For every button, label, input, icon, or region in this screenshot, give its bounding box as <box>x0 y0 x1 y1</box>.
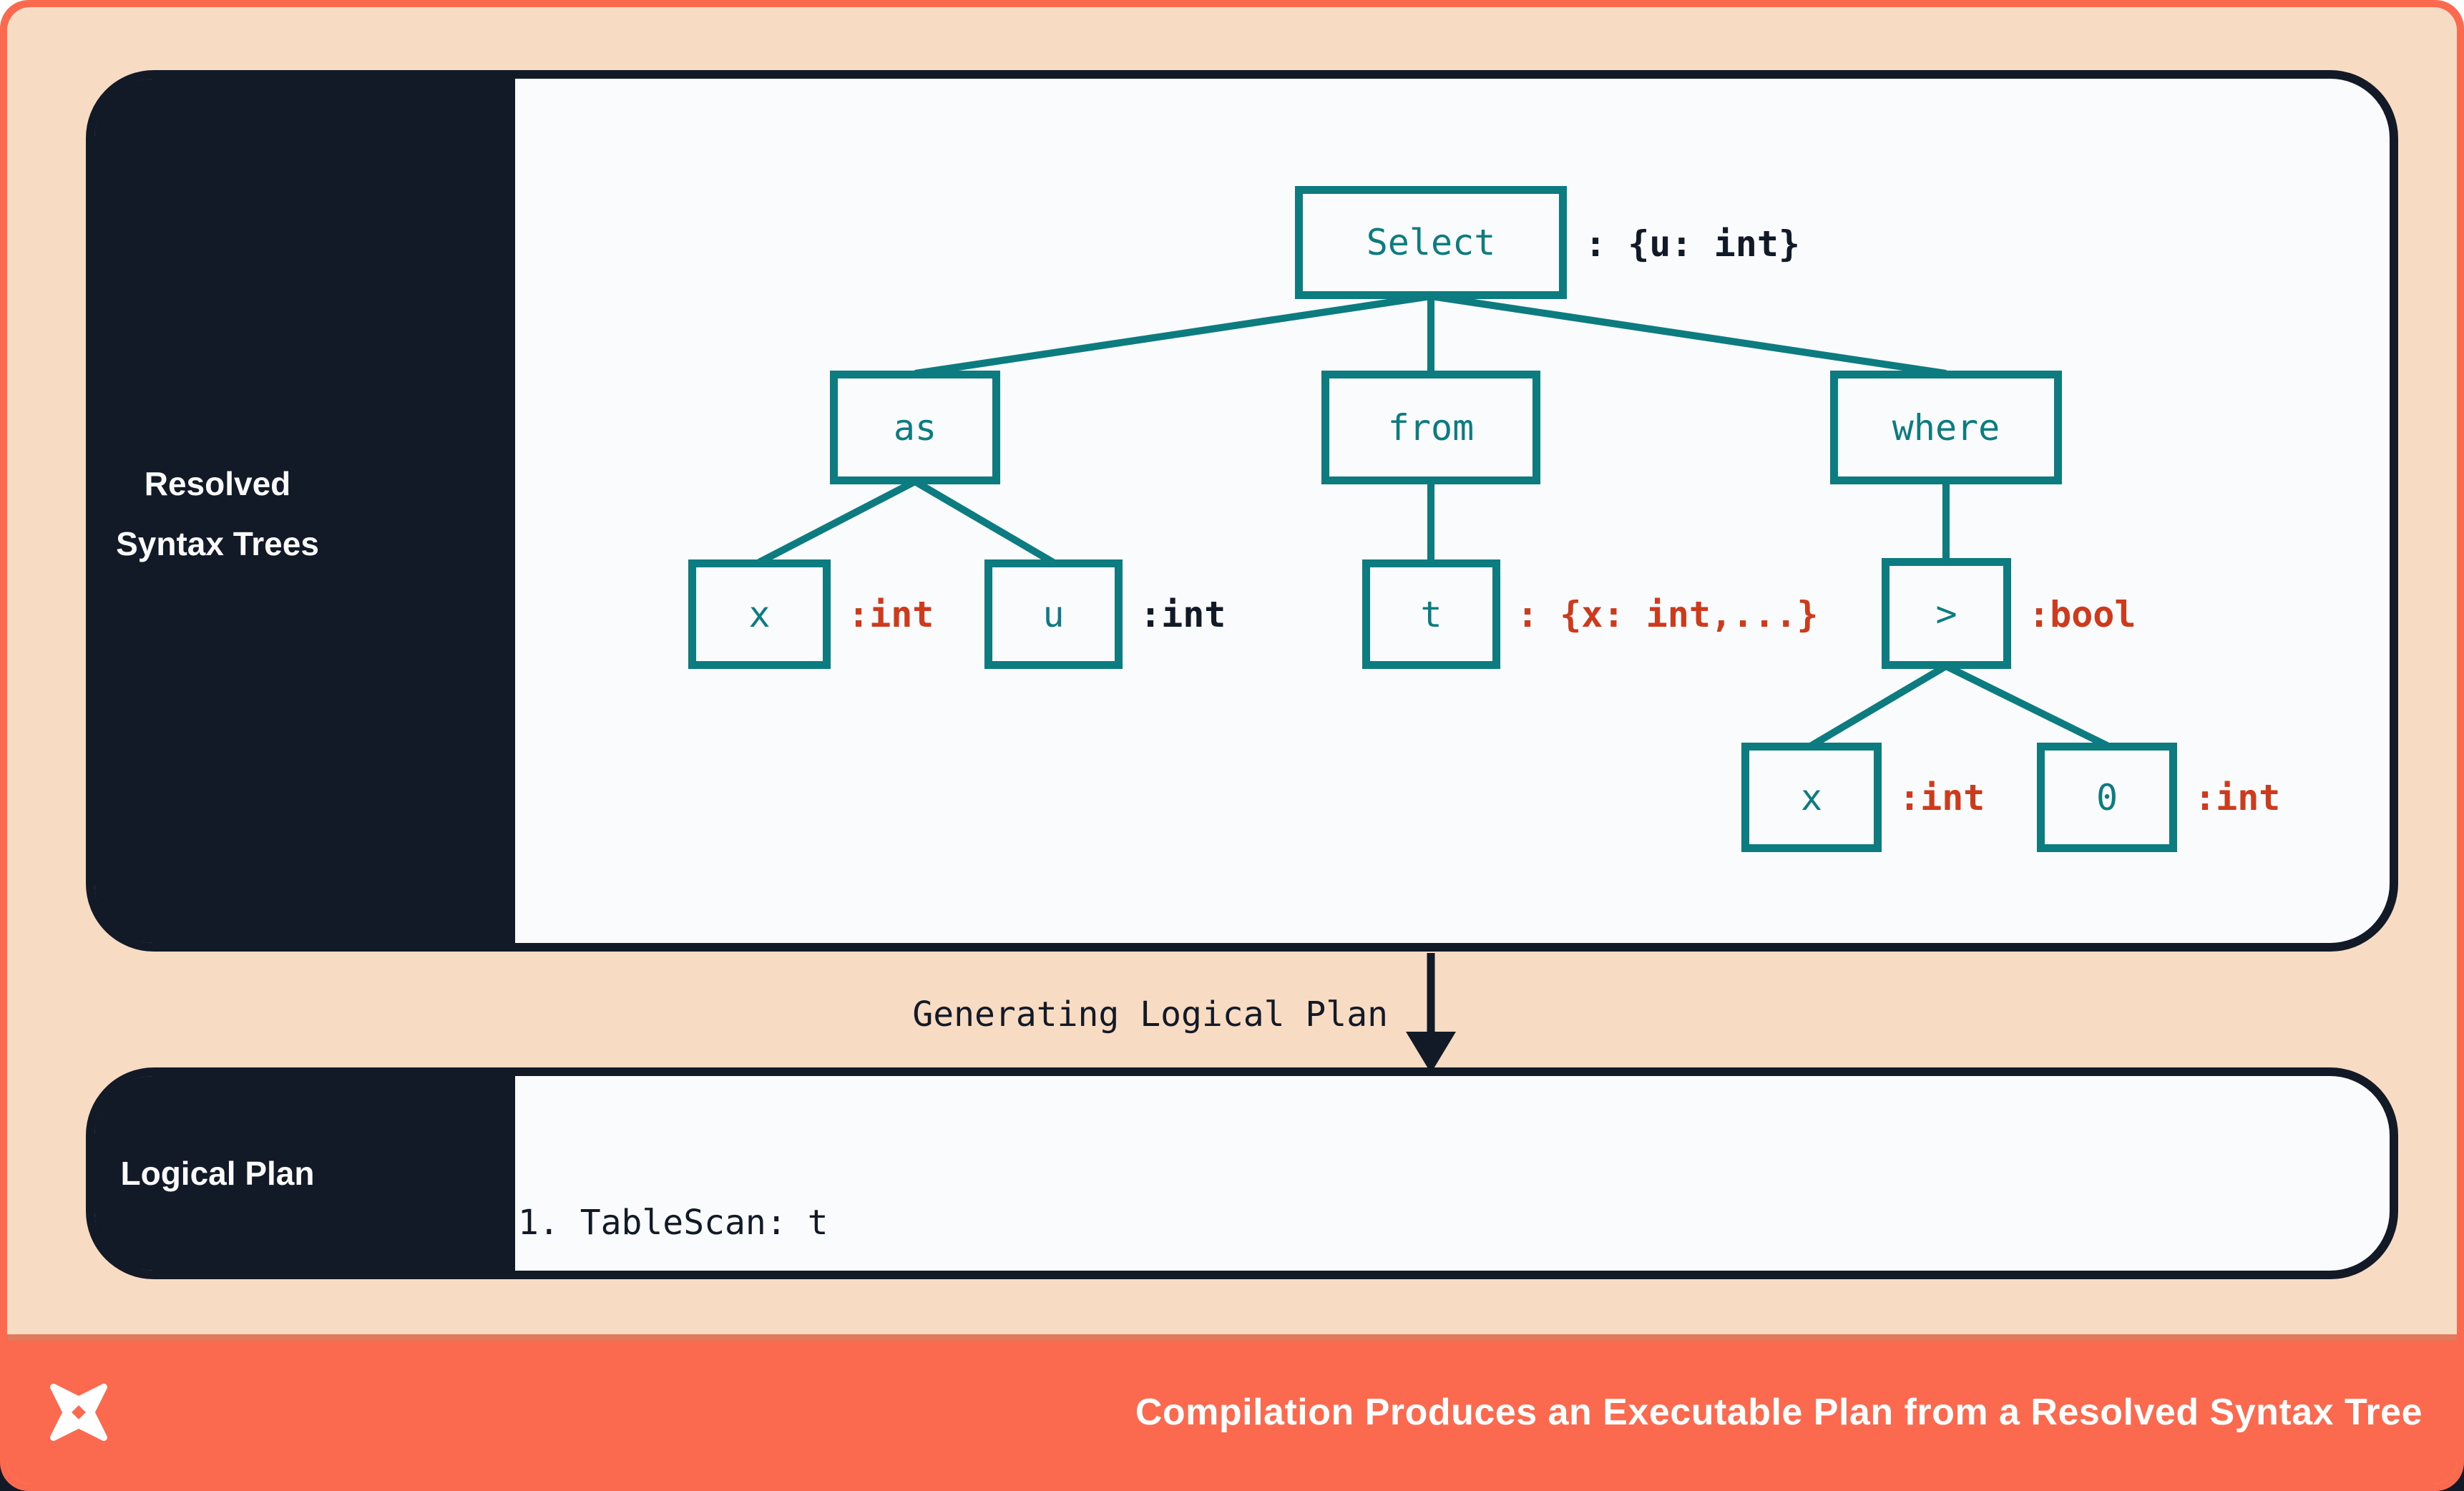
type-annotation-x-gt: :int <box>1899 777 1985 818</box>
tree-edges <box>757 293 2109 1073</box>
node-label-where: where <box>1892 406 2000 449</box>
resolved-syntax-trees-panel <box>86 70 2398 952</box>
transition-arrow <box>1406 953 1456 1073</box>
star-center-hole <box>72 1405 86 1419</box>
type-annotation-zero-gt: :int <box>2194 777 2281 818</box>
type-annotation-select: : {u: int} <box>1585 223 1801 265</box>
peach-background: Resolved Syntax Trees Logical Plan <box>7 7 2457 1484</box>
type-annotation-t-from: : {x: int,...} <box>1517 594 1819 635</box>
node-label-t-from: t <box>1420 593 1442 635</box>
tree-edge-as-x <box>757 478 917 566</box>
node-label-zero-gt: 0 <box>2096 776 2118 818</box>
logical-plan-title-text: Logical Plan <box>120 1155 315 1192</box>
tree-node-x-gt: x <box>1741 743 1882 852</box>
plan-step-1: 1. TableScan: t <box>518 1203 828 1243</box>
footer-caption: Compilation Produces an Executable Plan … <box>1135 1392 2423 1433</box>
node-label-x-gt: x <box>1800 776 1823 818</box>
node-label-from: from <box>1387 406 1475 449</box>
type-annotation-gt-where: :bool <box>2028 594 2136 635</box>
tree-edge-gt-x <box>1809 663 1948 749</box>
tree-node-t-from: t <box>1362 559 1500 669</box>
tree-edge-gt-zero <box>1944 663 2109 749</box>
node-label-gt-where: > <box>1935 592 1957 635</box>
resolved-panel-sidebar <box>94 79 515 943</box>
tree-node-as: as <box>830 371 1000 484</box>
type-annotation-u-as: :int <box>1140 594 1226 635</box>
edge-group <box>757 293 2109 749</box>
four-point-star-logo-icon <box>50 1384 107 1441</box>
resolved-title-line2: Syntax Trees <box>116 525 319 562</box>
tree-edge-select-where <box>1430 293 1947 377</box>
node-label-x-as: x <box>748 593 771 635</box>
tree-node-zero-gt: 0 <box>2037 743 2177 852</box>
arrow-head-icon <box>1406 1032 1456 1073</box>
tree-node-select: Select <box>1295 186 1567 299</box>
tree-node-from: from <box>1321 371 1540 484</box>
tree-edge-as-u <box>913 478 1055 566</box>
transition-label: Generating Logical Plan <box>912 994 1388 1035</box>
resolved-panel-title: Resolved Syntax Trees <box>7 454 428 574</box>
tree-node-where: where <box>1830 371 2062 484</box>
logical-plan-sidebar <box>94 1076 515 1271</box>
tree-node-x-as: x <box>688 559 831 669</box>
tree-node-gt-where: > <box>1882 558 2011 669</box>
logical-plan-title: Logical Plan <box>7 1143 428 1203</box>
node-label-u-as: u <box>1042 593 1065 635</box>
node-label-select: Select <box>1366 222 1496 263</box>
footer-band: Compilation Produces an Executable Plan … <box>7 1334 2457 1484</box>
resolved-title-line1: Resolved <box>144 465 291 502</box>
logical-plan-panel <box>86 1067 2398 1279</box>
type-annotation-x-as: :int <box>848 594 934 635</box>
node-label-as: as <box>893 406 937 449</box>
tree-edge-select-as <box>914 293 1432 377</box>
tree-node-u-as: u <box>984 559 1123 669</box>
